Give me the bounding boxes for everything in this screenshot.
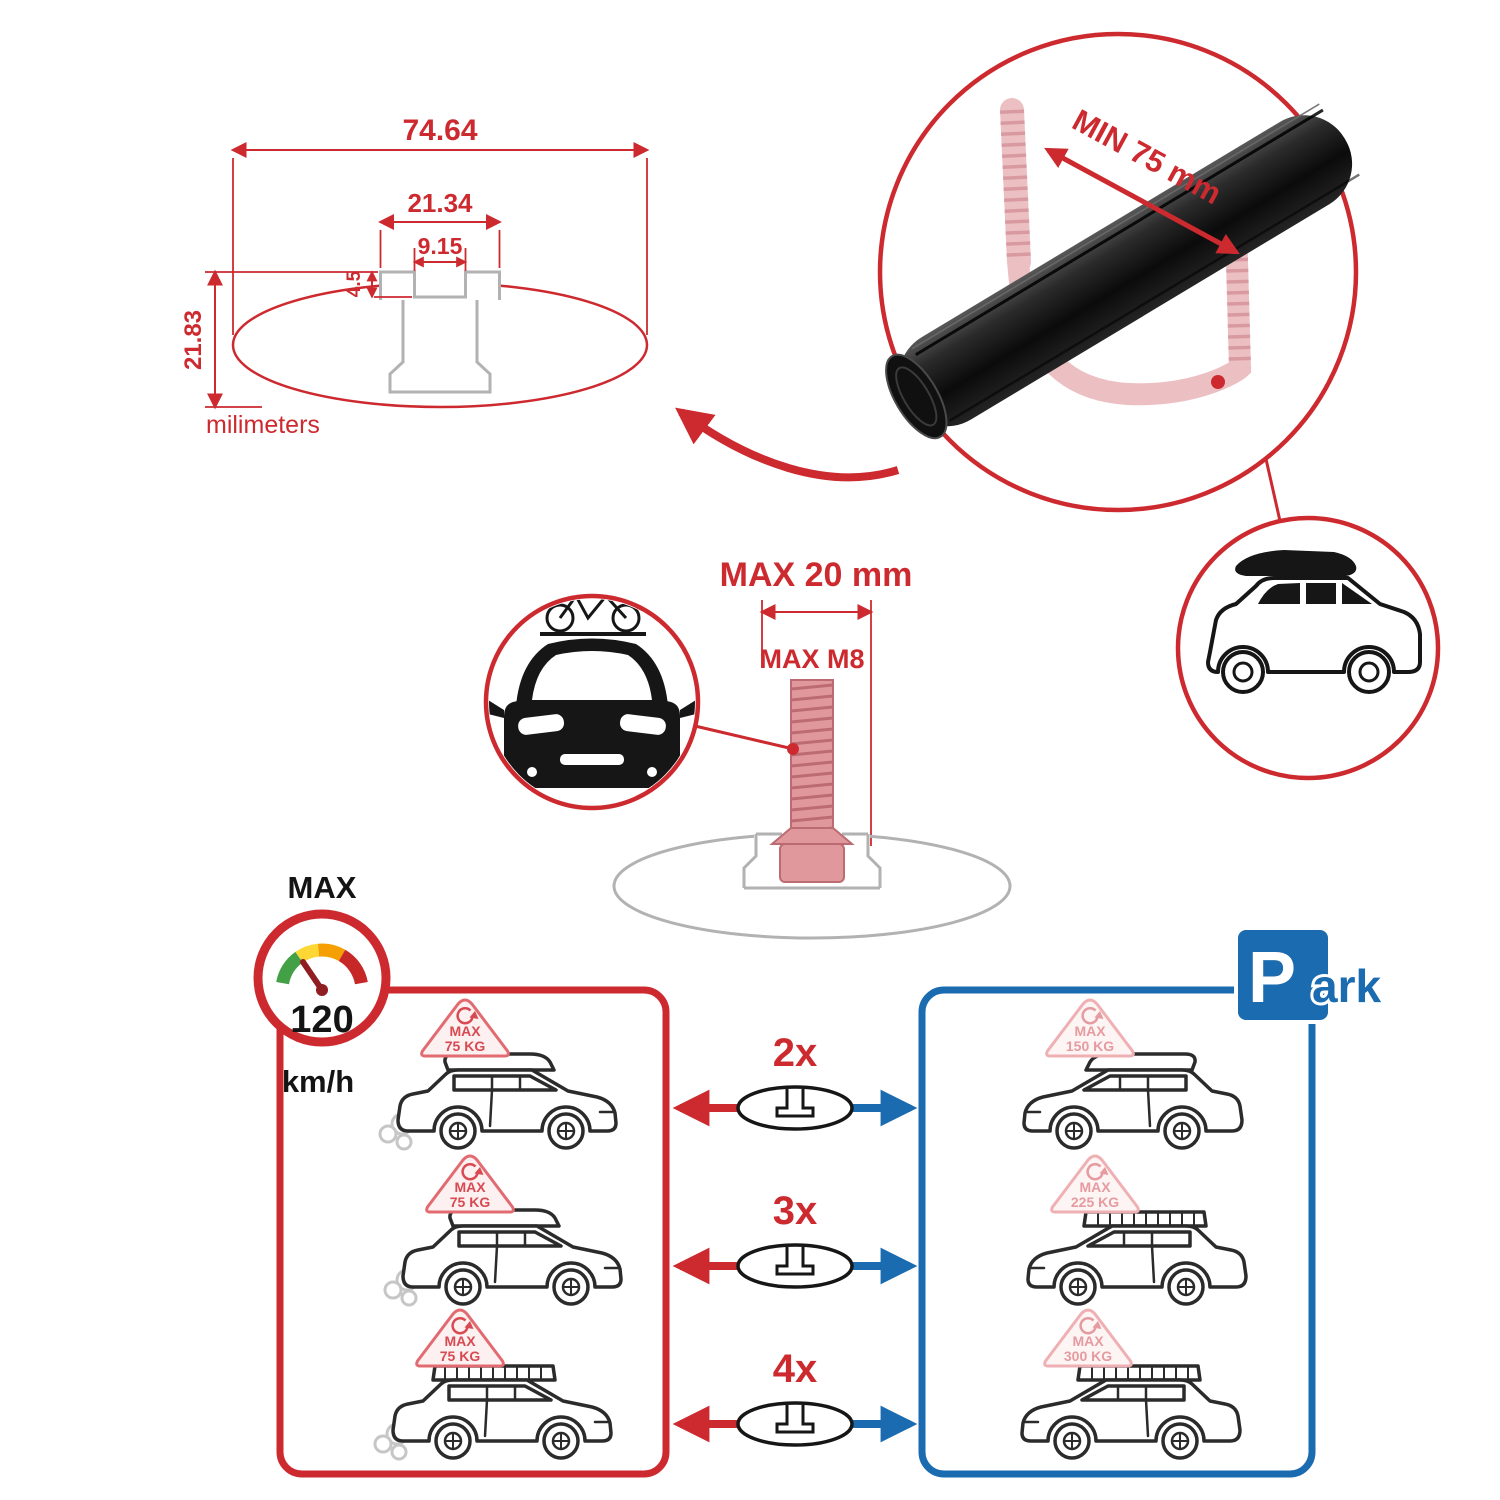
park-sign-suffix: ark [1312,960,1381,1012]
bolt-leader-line [694,724,790,750]
roofbox-suv-detail [1175,515,1441,781]
channel-block [379,270,501,300]
bar-option-row-2: 3x [672,1189,918,1289]
connector-line [1264,458,1282,522]
pointer-arrow [675,407,900,482]
parking-car-2: MAX 225 KG [1028,1156,1246,1304]
channel-stem [388,300,492,394]
car-front-clip [489,599,695,788]
parking-car-3: MAX 300 KG [1022,1310,1240,1458]
load-max-label: MAX [444,1333,476,1349]
t-bolt-icon [769,679,855,883]
parking-car-1: MAX 150 KG [1024,1000,1242,1148]
speed-units: km/h [282,1064,354,1099]
speedometer-icon [276,943,368,996]
load-value: 150 KG [1066,1038,1114,1054]
dim-slot-depth-label: 4.5 [344,270,365,297]
channel-lines [742,832,882,890]
driving-car-2: MAX 75 KG [383,1156,621,1307]
bar-count-label: 2x [773,1031,818,1075]
bar-count-label: 4x [773,1347,818,1391]
bike-car-front-detail [483,593,799,811]
bolt-leader-dot [787,743,799,755]
bar-count-label: 3x [773,1189,818,1233]
clamp-dot [1211,375,1225,389]
bar-option-row-1: 2x [672,1031,918,1131]
dim-total-height-label: 21.83 [180,310,207,370]
dim-slot-width-label: 9.15 [418,233,463,259]
driving-car-3: MAX 75 KG [373,1310,611,1461]
suv-roofbox-icon [1206,550,1422,694]
t-bolt-diagram: MAX 20 mm MAX M8 [612,556,1012,940]
load-value: 225 KG [1071,1194,1119,1210]
crossbar-profile-icon [736,1401,854,1447]
dim-total-width-label: 74.64 [402,114,477,147]
load-value: 75 KG [450,1194,491,1210]
units-label: milimeters [206,411,320,439]
driving-car-1: MAX 75 KG [378,1000,616,1151]
load-value: 75 KG [440,1348,481,1364]
speed-circle [253,909,391,1047]
max-thread-label: MAX M8 [759,644,864,674]
load-max-label: MAX [1079,1179,1111,1195]
max-width-label: MAX 20 mm [720,556,913,594]
bar-option-row-3: 4x [672,1347,918,1447]
crossbar-profile-icon [736,1085,854,1131]
min-span-arrow [1044,147,1240,255]
park-sign: P ark [1234,926,1384,1024]
load-max-label: MAX [454,1179,486,1195]
crossbar-profile-icon [736,1243,854,1289]
load-max-label: MAX [449,1023,481,1039]
speed-max-label: MAX [288,870,357,905]
car-front-icon [489,638,695,788]
park-sign-letter: P [1248,938,1296,1018]
load-max-label: MAX [1072,1333,1104,1349]
speed-limit-badge: MAX 120 km/h [253,870,391,1099]
park-sign-square [1234,926,1332,1024]
dim-channel-width-label: 21.34 [407,188,473,218]
crossbar-detail: MIN 75 mm [877,31,1360,522]
load-max-label: MAX [1074,1023,1106,1039]
profile-dimension-diagram: 74.64 21.34 9.15 4.5 21.83 milimeters [180,114,650,439]
bike-icon [545,599,641,633]
load-value: 300 KG [1064,1348,1112,1364]
load-value: 75 KG [445,1038,486,1054]
speed-value: 120 [290,999,353,1041]
